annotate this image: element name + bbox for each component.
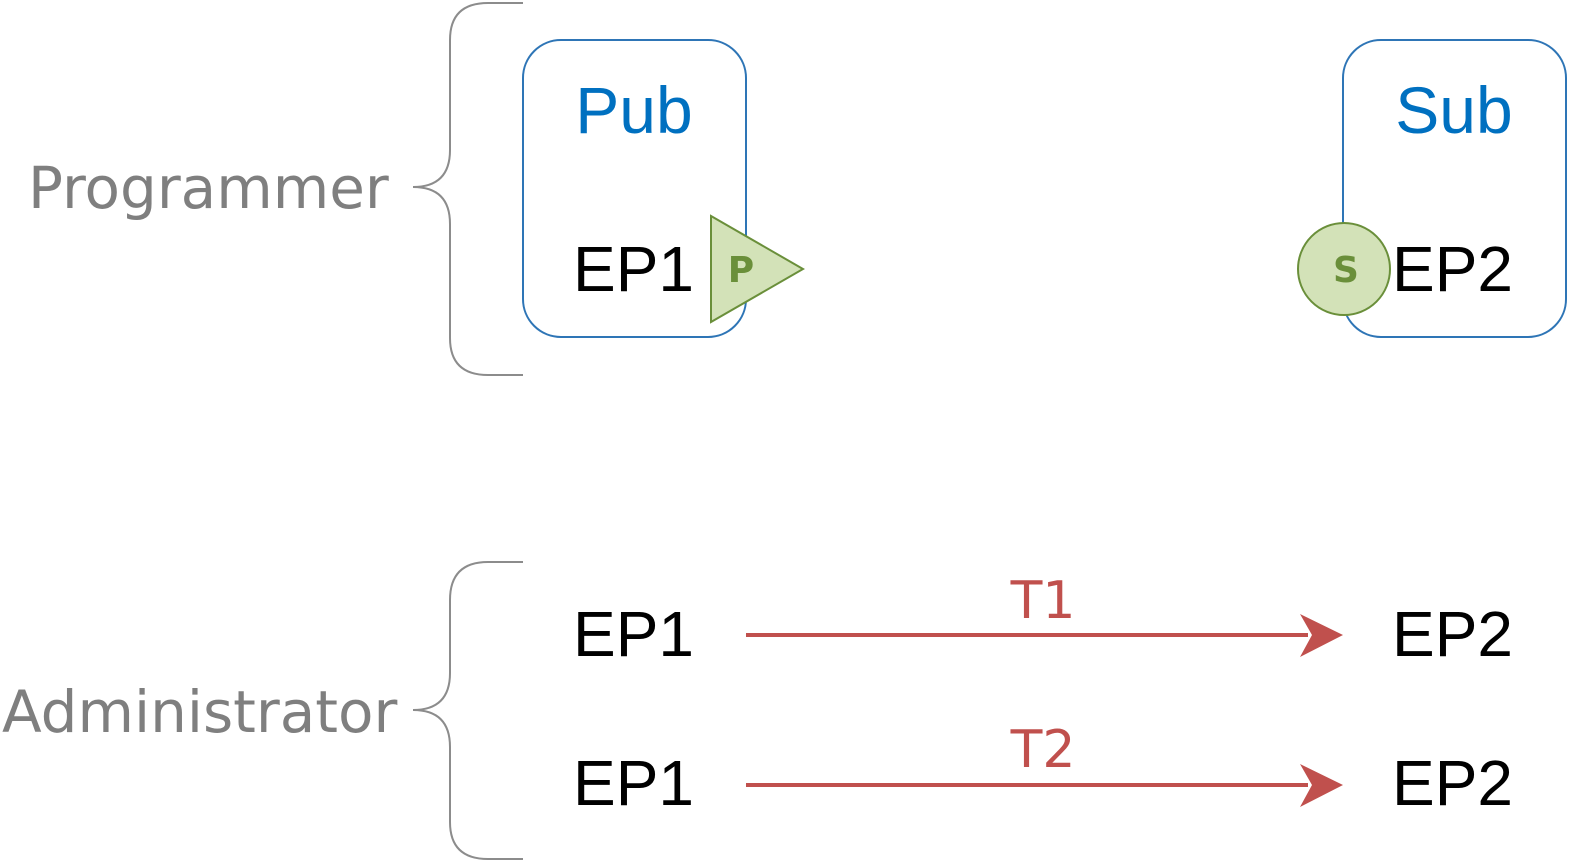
publisher-triangle-icon [710, 214, 806, 324]
sub-box[interactable]: Sub EP2 [1342, 39, 1567, 338]
topic-link-t1[interactable]: EP1 T1 EP2 [573, 571, 1513, 670]
topic-link-t2[interactable]: EP1 T2 EP2 [573, 720, 1513, 819]
link1-topic-label: T1 [1010, 571, 1076, 631]
pub-box-title: Pub [575, 73, 692, 147]
pub-box[interactable]: Pub EP1 [522, 39, 747, 338]
link2-arrowhead-icon [1300, 764, 1343, 807]
pub-box-frame [522, 39, 747, 338]
link1-target-endpoint: EP2 [1392, 598, 1513, 670]
administrator-label: Administrator [2, 678, 398, 746]
link2-target-endpoint: EP2 [1392, 747, 1513, 819]
administrator-brace [412, 561, 523, 860]
link2-source-endpoint: EP1 [573, 747, 694, 819]
publisher-marker[interactable]: P [710, 214, 806, 324]
publisher-marker-label: P [728, 250, 754, 291]
link1-source-endpoint: EP1 [573, 598, 694, 670]
link1-arrowhead-icon [1300, 614, 1343, 657]
programmer-brace [412, 2, 523, 376]
pub-endpoint-label: EP1 [573, 233, 694, 305]
sub-endpoint-label: EP2 [1392, 233, 1513, 305]
sub-box-frame [1342, 39, 1567, 338]
subscriber-marker-label: S [1333, 250, 1359, 291]
subscriber-circle-icon [1297, 222, 1391, 316]
programmer-label: Programmer [28, 154, 389, 222]
link2-topic-label: T2 [1010, 720, 1076, 780]
sub-box-title: Sub [1395, 73, 1512, 147]
subscriber-marker[interactable]: S [1297, 222, 1391, 316]
